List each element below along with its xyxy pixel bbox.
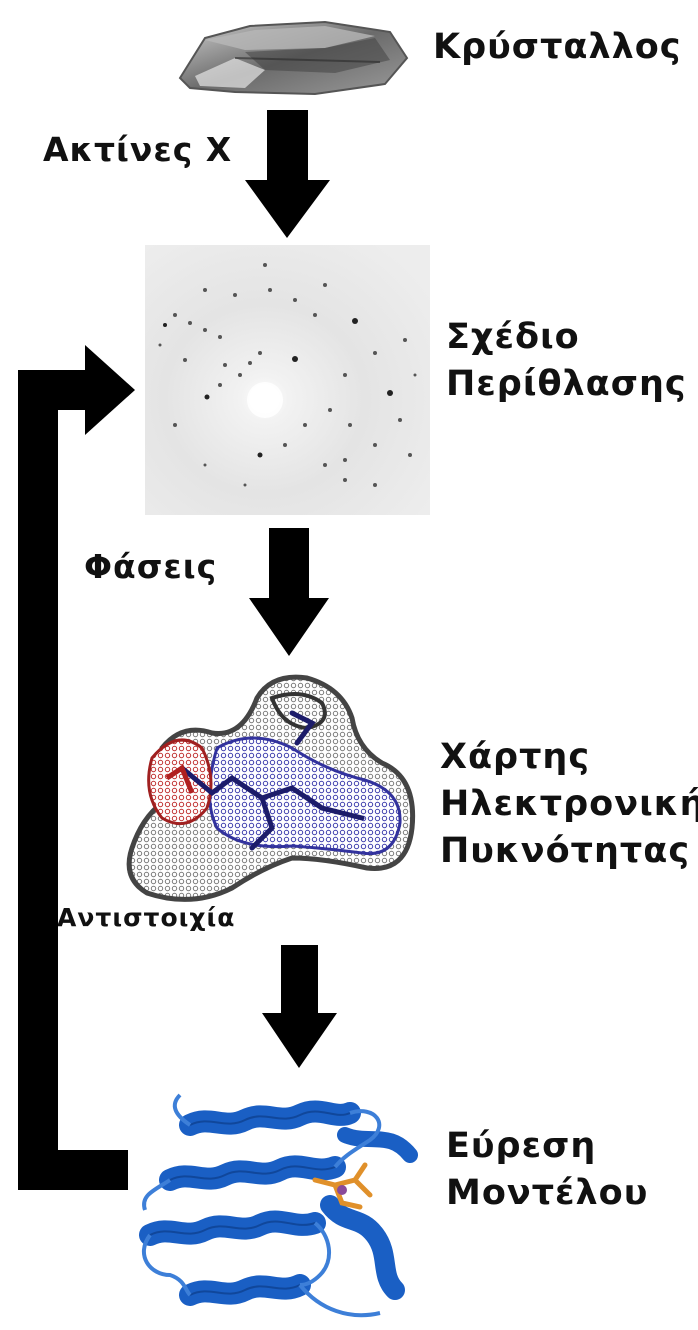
model-label-line1: Εύρεση — [446, 1124, 596, 1168]
density-map-image — [122, 668, 422, 918]
density-label-line2: Ηλεκτρονικής — [440, 782, 698, 826]
model-label-line2: Μοντέλου — [446, 1171, 648, 1215]
xray-label: Ακτίνες Χ — [43, 128, 232, 172]
crystal-image — [175, 18, 410, 98]
feedback-loop-arrow — [0, 330, 135, 1230]
density-label-line3: Πυκνότητας — [440, 829, 690, 873]
diffraction-label-line1: Σχέδιο — [446, 315, 580, 359]
diffraction-image — [145, 245, 430, 515]
density-label-line1: Χάρτης — [440, 735, 590, 779]
arrow-down-3 — [262, 945, 337, 1070]
arrow-down-1 — [245, 110, 330, 240]
crystal-label: Κρύσταλλος — [433, 25, 682, 69]
arrow-down-2 — [249, 528, 329, 658]
protein-model-image — [130, 1085, 430, 1330]
diffraction-label-line2: Περίθλασης — [446, 362, 687, 406]
